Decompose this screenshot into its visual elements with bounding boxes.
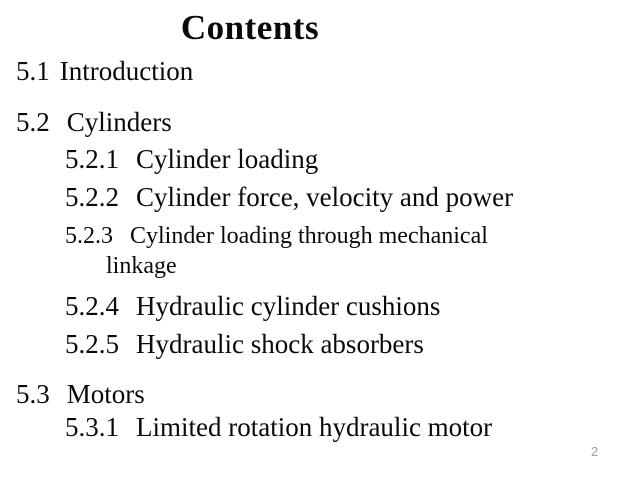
toc-item-5-3-1: 5.3.1 Limited rotation hydraulic motor <box>65 412 493 442</box>
toc-item-number: 5.2 <box>16 107 50 137</box>
toc-item-number: 5.2.4 <box>65 291 119 321</box>
toc-item-number: 5.3.1 <box>65 412 119 442</box>
toc-item-number: 5.3 <box>16 379 50 409</box>
toc-item-5-3: 5.3 Motors <box>16 379 145 409</box>
toc-item-label: Limited rotation hydraulic motor <box>136 412 493 442</box>
toc-item-label: Cylinder loading <box>136 144 319 174</box>
toc-item-label: Cylinder force, velocity and power <box>136 182 514 212</box>
toc-item-label-line2: linkage <box>106 253 177 279</box>
toc-item-number: 5.2.2 <box>65 182 119 212</box>
toc-item-5-2-4: 5.2.4 Hydraulic cylinder cushions <box>65 291 441 321</box>
toc-item-number: 5.1 <box>16 56 50 86</box>
toc-item-label: Hydraulic shock absorbers <box>136 329 424 359</box>
toc-item-5-2-2: 5.2.2 Cylinder force, velocity and power <box>65 182 514 212</box>
toc-item-5-2-3: 5.2.3 Cylinder loading through mechanical <box>65 223 488 249</box>
toc-item-label: Cylinder loading through mechanical <box>130 223 488 249</box>
toc-item-5-1: 5.1 Introduction <box>16 56 194 86</box>
toc-item-number: 5.2.1 <box>65 144 119 174</box>
toc-item-label: Motors <box>66 379 145 409</box>
page-number: 2 <box>591 444 599 459</box>
toc-item-number: 5.2.3 <box>65 223 113 249</box>
slide-title: Contents <box>180 8 320 47</box>
toc-item-label: Cylinders <box>66 107 172 137</box>
toc-item-5-2-3-continuation: linkage <box>106 253 177 279</box>
toc-item-5-2-1: 5.2.1 Cylinder loading <box>65 144 319 174</box>
toc-item-5-2-5: 5.2.5 Hydraulic shock absorbers <box>65 329 424 359</box>
toc-item-number: 5.2.5 <box>65 329 119 359</box>
toc-item-label: Introduction <box>59 56 194 86</box>
toc-item-label: Hydraulic cylinder cushions <box>136 291 441 321</box>
toc-item-5-2: 5.2 Cylinders <box>16 107 172 137</box>
